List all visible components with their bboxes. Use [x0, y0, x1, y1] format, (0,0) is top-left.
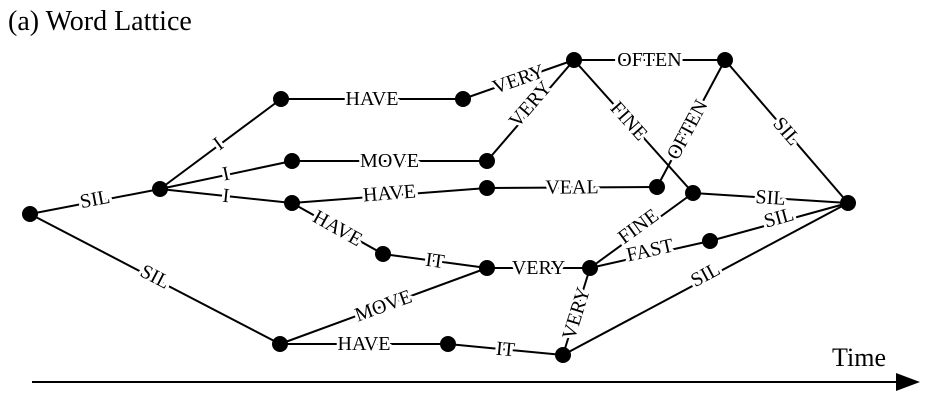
lattice-edge: [562, 267, 591, 356]
lattice-edge: [279, 267, 488, 345]
lattice-edge: [486, 186, 658, 189]
lattice-node: [455, 91, 471, 107]
lattice-node: [284, 195, 300, 211]
edge-label: MOVE: [352, 286, 415, 327]
lattice-node: [22, 206, 38, 222]
edge-label: SIL: [137, 260, 174, 293]
lattice-edge: [562, 202, 849, 356]
edge-label: SIL: [768, 113, 804, 150]
lattice-node: [273, 91, 289, 107]
time-axis-label: Time: [832, 343, 886, 372]
edge-label: I: [222, 185, 231, 208]
lattice-edge: [291, 202, 384, 255]
edge-label: VERY: [558, 285, 595, 342]
edge-label: VEAL: [545, 176, 598, 198]
lattice-node: [272, 336, 288, 352]
lattice-edge: [382, 253, 488, 269]
time-axis: Time: [32, 343, 920, 391]
edge-label: SIL: [755, 186, 786, 210]
edge-label: HAVE: [338, 333, 391, 355]
lattice-node: [479, 180, 495, 196]
lattice-edge: [573, 59, 694, 194]
lattice-edge: [159, 160, 293, 190]
lattice-node: [479, 260, 495, 276]
time-axis-arrowhead: [896, 373, 920, 391]
lattice-node: [685, 185, 701, 201]
lattice-node: [702, 233, 718, 249]
edge-label: VERY: [512, 257, 565, 279]
lattice-node: [582, 260, 598, 276]
lattice-edge: [724, 59, 849, 204]
edge-label: OFTEN: [663, 96, 713, 163]
diagram-title: (a) Word Lattice: [8, 6, 192, 37]
lattice-edge: [589, 240, 711, 269]
lattice-node: [717, 52, 733, 68]
lattice-node: [375, 246, 391, 262]
lattice-edge: [486, 59, 575, 162]
edge-label: HAVE: [346, 88, 399, 110]
lattice-edge: [291, 187, 488, 204]
edge-label: I: [209, 133, 227, 155]
edge-label: HAVE: [309, 206, 366, 251]
lattice-node: [152, 181, 168, 197]
lattice-edge: [709, 202, 849, 242]
lattice-node: [284, 153, 300, 169]
edge-label: IT: [495, 338, 516, 362]
lattice-edge: [656, 59, 726, 188]
edge-label: HAVE: [362, 181, 417, 207]
edge-label: SIL: [78, 186, 112, 213]
edges-layer: [29, 59, 849, 356]
lattice-edge: [692, 192, 849, 204]
lattice-node: [555, 347, 571, 363]
nodes-layer: [22, 52, 856, 363]
lattice-edge: [589, 192, 694, 269]
edge-label: OFTEN: [617, 49, 681, 71]
lattice-node: [440, 336, 456, 352]
lattice-edge: [462, 59, 575, 100]
lattice-edge: [159, 98, 282, 190]
lattice-edge: [29, 213, 281, 345]
lattice-edge: [29, 188, 161, 215]
lattice-edge: [447, 343, 564, 356]
edge-label: IT: [424, 249, 446, 273]
edge-label: MOVE: [360, 150, 419, 172]
lattice-node: [566, 52, 582, 68]
lattice-node: [479, 153, 495, 169]
lattice-edge: [159, 188, 293, 204]
lattice-node: [649, 179, 665, 195]
lattice-node: [840, 195, 856, 211]
